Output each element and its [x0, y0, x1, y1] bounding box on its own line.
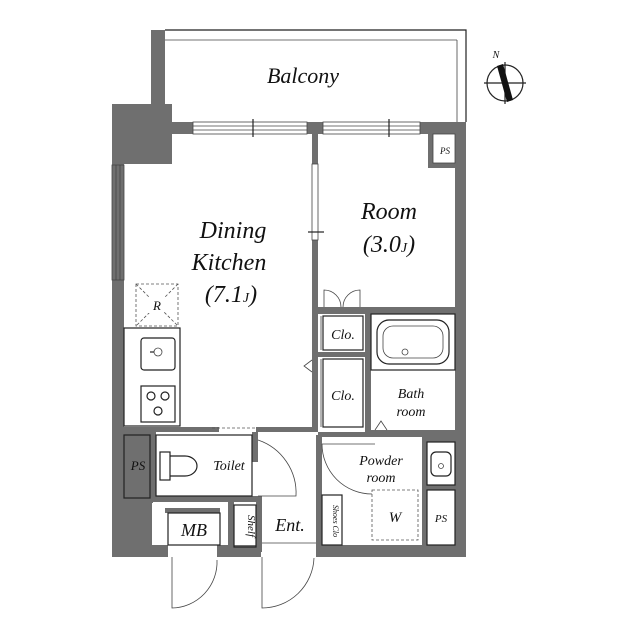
entrance-label: Ent.	[274, 515, 305, 535]
powder-label-line2: room	[366, 471, 395, 486]
shoes-closet-label: Shoes Clo	[331, 505, 340, 537]
balcony-label: Balcony	[267, 63, 339, 88]
room: Room (3.0J)	[323, 199, 417, 308]
dining-label-line2: Kitchen	[191, 250, 267, 276]
toilet-label: Toilet	[213, 459, 245, 474]
balcony-area: Balcony	[165, 29, 467, 122]
mb-label: MB	[180, 520, 207, 540]
entrance: Ent.	[261, 515, 316, 609]
closets: Clo. Clo.	[303, 315, 364, 428]
ps-left-label: PS	[130, 458, 146, 473]
room-size-unit: J	[401, 241, 408, 256]
fridge-label: R	[152, 298, 161, 313]
shelf-label: Shelf	[245, 515, 257, 539]
toilet: Toilet	[155, 434, 297, 497]
ps-top-label: PS	[439, 146, 450, 156]
room-label: Room	[360, 199, 417, 225]
north-label: N	[492, 50, 501, 61]
bath-room: Bath room	[370, 313, 456, 431]
compass: N	[484, 50, 526, 104]
powder-room: Powder room W PS	[321, 441, 456, 546]
bath-label-line2: room	[396, 405, 425, 420]
room-size-value: (3.0	[363, 232, 401, 258]
walls	[112, 30, 466, 557]
washer-label: W	[389, 510, 403, 526]
room-size-close: )	[405, 232, 415, 258]
closet2-label: Clo.	[331, 389, 355, 404]
dining-size-close: )	[247, 282, 257, 308]
closet1-label: Clo.	[331, 328, 355, 343]
dining-size-unit: J	[243, 291, 250, 306]
room-size: (3.0J)	[363, 232, 415, 258]
dining-label-line1: Dining	[199, 218, 267, 244]
ps-right-label: PS	[434, 513, 448, 525]
north-arrow-icon	[497, 64, 513, 102]
powder-label-line1: Powder	[358, 454, 403, 469]
dining-size-value: (7.1	[205, 282, 243, 308]
dining-kitchen: Dining Kitchen (7.1J) R	[123, 218, 267, 429]
windows	[111, 119, 421, 281]
dining-size: (7.1J)	[205, 282, 257, 308]
bath-label-line1: Bath	[398, 387, 424, 402]
